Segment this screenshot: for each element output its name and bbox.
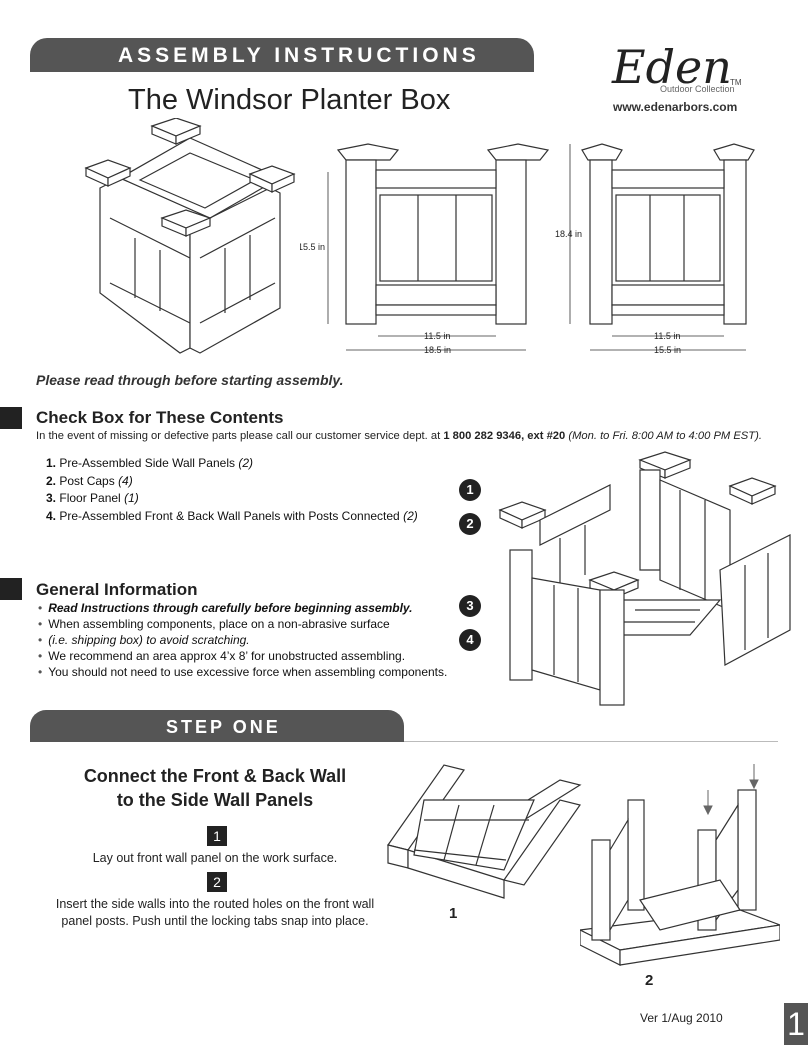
step-heading-line1: Connect the Front & Back Wall	[83, 766, 347, 786]
list-item: 3. Floor Panel (1)	[46, 490, 418, 508]
dim-side-inner: 11.5 in	[654, 331, 680, 341]
dim-front-inner: 11.5 in	[424, 331, 450, 341]
divider	[404, 741, 778, 742]
list-item: You should not need to use excessive for…	[38, 664, 447, 680]
item-name: Pre-Assembled Side Wall Panels	[59, 456, 235, 470]
bullet-text: You should not need to use excessive for…	[48, 665, 448, 679]
list-item: (i.e. shipping box) to avoid scratching.	[38, 632, 447, 648]
dim-side-outer: 15.5 in	[654, 345, 681, 355]
list-item: 4. Pre-Assembled Front & Back Wall Panel…	[46, 508, 418, 526]
dim-front-outer: 18.5 in	[424, 345, 451, 355]
general-info-list: Read Instructions through carefully befo…	[38, 600, 447, 680]
item-name: Post Caps	[59, 473, 115, 488]
item-qty: (2)	[238, 456, 254, 470]
step-one-banner: STEP ONE	[30, 710, 404, 742]
side-elevation-drawing: 11.5 in 15.5 in	[581, 143, 755, 355]
contents-list: 1. Pre-Assembled Side Wall Panels (2) 2.…	[46, 455, 418, 525]
trademark-mark: TM	[730, 78, 742, 87]
version-label: Ver 1/Aug 2010	[640, 1011, 723, 1025]
contents-intro: In the event of missing or defective par…	[36, 430, 806, 442]
banner-text: ASSEMBLY INSTRUCTIONS	[118, 44, 480, 67]
item-number: 2.	[46, 473, 57, 488]
planter-isometric-illustration	[84, 118, 296, 354]
section-marker	[0, 407, 22, 429]
callout-1: 1	[459, 479, 481, 501]
item-name: Floor Panel	[59, 491, 121, 505]
figure-1-label: 1	[449, 905, 458, 922]
eden-logo: Eden	[612, 40, 732, 94]
step-2-number: 2	[207, 872, 227, 892]
bullet-text: We recommend an area approx 4’x 8’ for u…	[48, 649, 406, 663]
page-title: The Windsor Planter Box	[128, 84, 451, 116]
list-item: Read Instructions through carefully befo…	[38, 600, 447, 616]
front-elevation-drawing: 15.5 in 11.5 in 18.5 in 18.4 in	[300, 143, 582, 355]
item-number: 4.	[46, 508, 57, 523]
item-number: 3.	[46, 491, 57, 505]
step-figure-1-illustration	[387, 764, 582, 899]
step-1-number: 1	[207, 826, 227, 846]
website-link[interactable]: www.edenarbors.com	[613, 100, 738, 114]
step-figure-2-illustration	[580, 764, 780, 966]
bullet-text: When assembling components, place on a n…	[48, 617, 390, 631]
list-item: 1. Pre-Assembled Side Wall Panels (2)	[46, 455, 418, 473]
list-item: 2. Post Caps (4)	[46, 473, 418, 491]
read-first-note: Please read through before starting asse…	[36, 372, 344, 388]
contents-intro-text: In the event of missing or defective par…	[36, 430, 444, 442]
item-qty: (4)	[118, 473, 133, 488]
callout-4: 4	[459, 629, 481, 651]
exploded-parts-illustration	[498, 451, 791, 706]
step-2-text-line2: panel posts. Push until the locking tabs…	[61, 914, 369, 928]
step-one-title: STEP ONE	[166, 717, 281, 737]
logo-subtitle: Outdoor Collection	[660, 84, 735, 94]
dim-height-total: 18.4 in	[555, 229, 582, 239]
step-2-text-line1: Insert the side walls into the routed ho…	[55, 897, 375, 911]
contents-heading: Check Box for These Contents	[36, 408, 284, 427]
item-qty: (2)	[403, 508, 418, 523]
page-number: 1	[784, 1003, 808, 1045]
list-item: When assembling components, place on a n…	[38, 616, 447, 632]
section-marker	[0, 578, 22, 600]
service-hours: (Mon. to Fri. 8:00 AM to 4:00 PM EST).	[565, 430, 762, 442]
phone-number: 1 800 282 9346, ext #20	[443, 430, 566, 442]
callout-2: 2	[459, 513, 481, 535]
item-name: Pre-Assembled Front & Back Wall Panels w…	[59, 508, 400, 523]
item-number: 1.	[46, 456, 57, 470]
header-banner: ASSEMBLY INSTRUCTIONS	[30, 38, 534, 72]
item-qty: (1)	[124, 491, 139, 505]
step-heading-line2: to the Side Wall Panels	[116, 790, 314, 810]
bullet-text: Read Instructions through carefully befo…	[48, 601, 413, 615]
general-heading: General Information	[36, 580, 198, 599]
list-item: We recommend an area approx 4’x 8’ for u…	[38, 648, 447, 664]
bullet-text: (i.e. shipping box) to avoid scratching.	[48, 633, 250, 647]
dim-height-side: 15.5 in	[300, 242, 325, 252]
figure-2-label: 2	[645, 972, 654, 989]
step-1-text: Lay out front wall panel on the work sur…	[92, 851, 338, 865]
callout-3: 3	[459, 595, 481, 617]
